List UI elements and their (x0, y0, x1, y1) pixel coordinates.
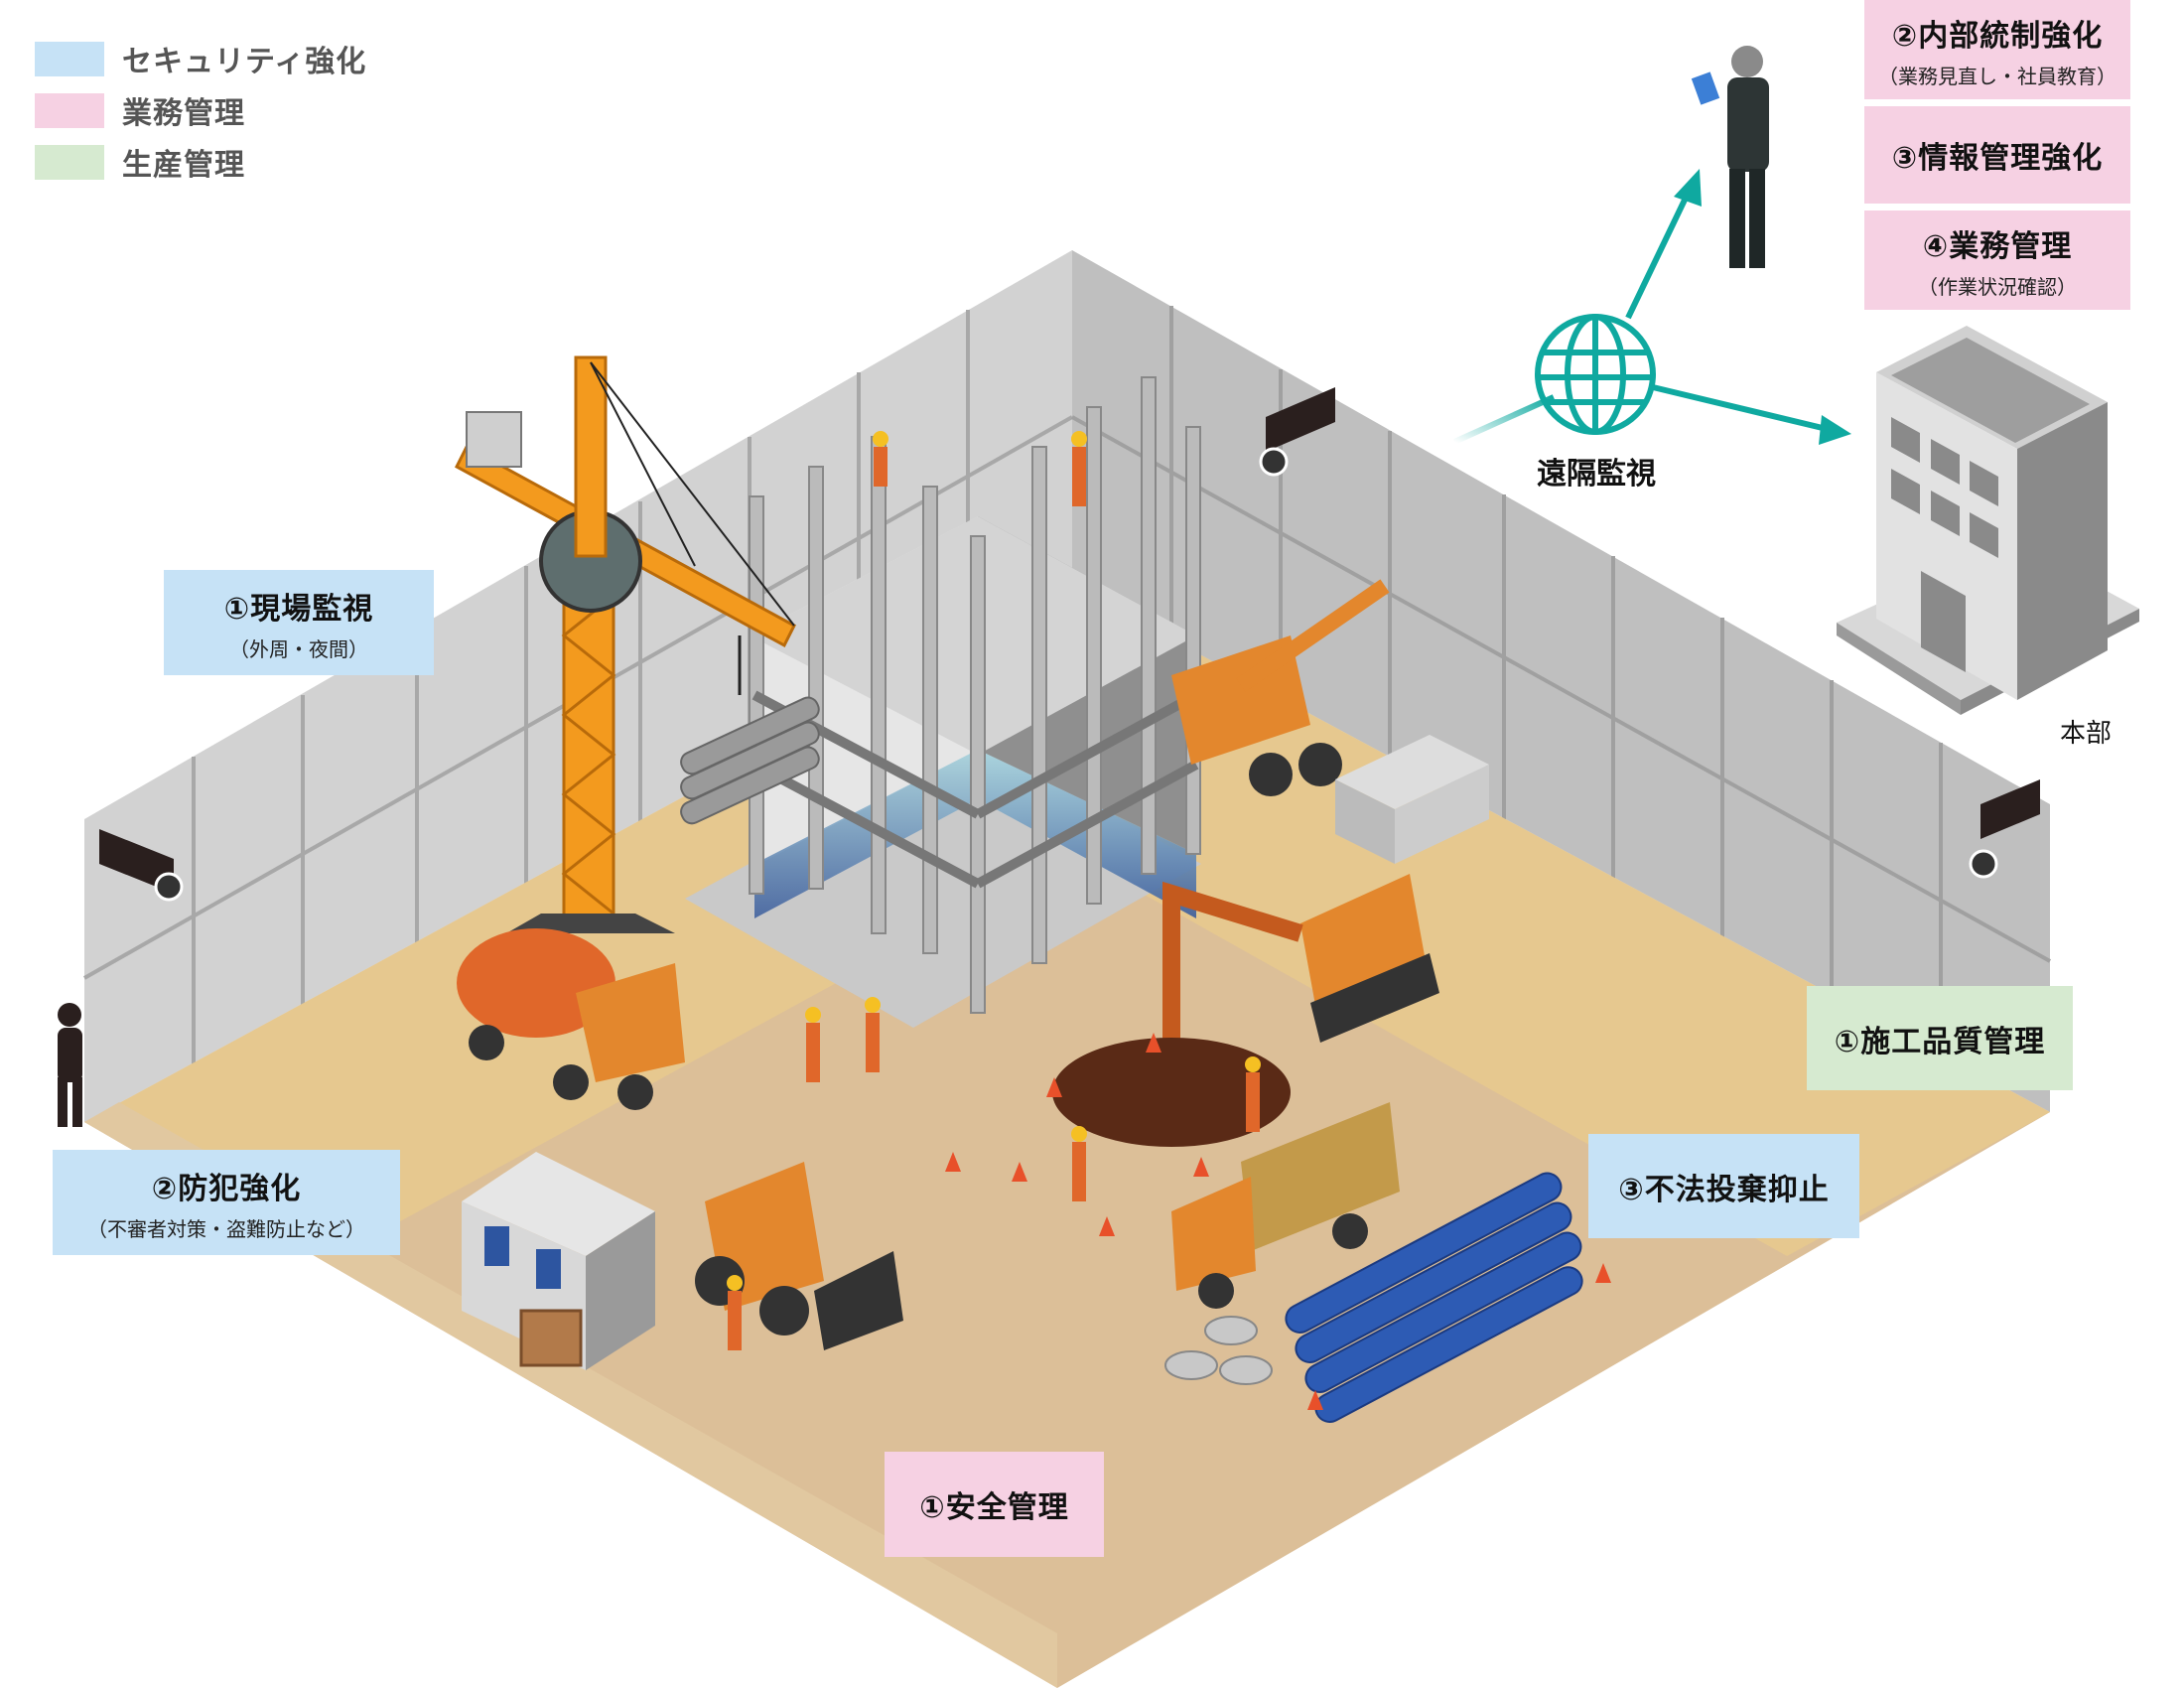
label-subtitle: （不審者対策・盗難防止など） (87, 1216, 365, 1241)
label-crime-prevention: ②防犯強化 （不審者対策・盗難防止など） (53, 1150, 400, 1255)
globe-network-icon (1535, 314, 1656, 435)
headquarters-building-icon (1837, 326, 2139, 715)
mobile-crane (1171, 579, 1390, 796)
concrete-rings (1164, 1316, 1273, 1385)
security-camera-icon (1259, 387, 1335, 477)
label-title: ③情報管理強化 (1891, 141, 2104, 176)
concrete-slab-stack (1335, 735, 1489, 864)
legend-label: 生産管理 (122, 148, 245, 183)
label-subtitle: （業務見直し・社員教育） (1878, 64, 2116, 88)
site-office (462, 1152, 655, 1370)
legend-item-business: 業務管理 (35, 84, 366, 136)
legend-swatch-security (35, 41, 104, 76)
label-construction-quality: ①施工品質管理 (1807, 986, 2073, 1090)
legend-swatch-production (35, 144, 104, 180)
excavator (1052, 874, 1439, 1147)
remote-network-lines (1452, 169, 1851, 445)
label-title: ②防犯強化 (151, 1171, 302, 1206)
label-illegal-dumping-deterrence: ③不法投棄抑止 (1588, 1134, 1859, 1238)
legend-item-production: 生産管理 (35, 136, 366, 188)
legend-swatch-business (35, 92, 104, 128)
concrete-mixer-truck (457, 928, 685, 1110)
label-safety-management: ①安全管理 (885, 1452, 1104, 1557)
headquarters-label: 本部 (2060, 719, 2113, 749)
label-subtitle: （外周・夜間） (229, 636, 368, 661)
blue-pipe-stack (1285, 1172, 1583, 1423)
label-title: ③不法投棄抑止 (1618, 1172, 1830, 1207)
legend-label: 業務管理 (122, 96, 245, 131)
worker-icon (727, 431, 1261, 1350)
label-site-monitoring: ①現場監視 （外周・夜間） (164, 570, 434, 675)
label-internal-control: ②内部統制強化 （業務見直し・社員教育） (1864, 0, 2130, 99)
legend-item-security: セキュリティ強化 (35, 33, 366, 84)
manager-with-tablet-icon (1691, 46, 1769, 268)
label-subtitle: （作業状況確認） (1918, 274, 2077, 299)
label-title: ①施工品質管理 (1834, 1024, 2046, 1059)
label-title: ②内部統制強化 (1891, 18, 2104, 54)
traffic-cone-icon (945, 1033, 1611, 1410)
label-business-management: ④業務管理 （作業状況確認） (1864, 211, 2130, 310)
label-title: ①現場監視 (223, 591, 374, 627)
remote-monitoring-label: 遠隔監視 (1537, 457, 1656, 492)
dump-truck (1171, 1102, 1400, 1309)
label-title: ①安全管理 (919, 1490, 1069, 1525)
security-camera-icon (99, 829, 184, 902)
security-camera-icon (1969, 779, 2040, 879)
label-title: ④業務管理 (1922, 228, 2073, 264)
tower-crane (455, 355, 820, 933)
wheel-loader (695, 1162, 903, 1350)
building-under-construction (685, 376, 1201, 1028)
intruder-silhouette-icon (58, 1003, 82, 1127)
label-information-management: ③情報管理強化 (1864, 106, 2130, 204)
legend-label: セキュリティ強化 (122, 45, 367, 79)
legend: セキュリティ強化 業務管理 生産管理 (35, 33, 366, 188)
